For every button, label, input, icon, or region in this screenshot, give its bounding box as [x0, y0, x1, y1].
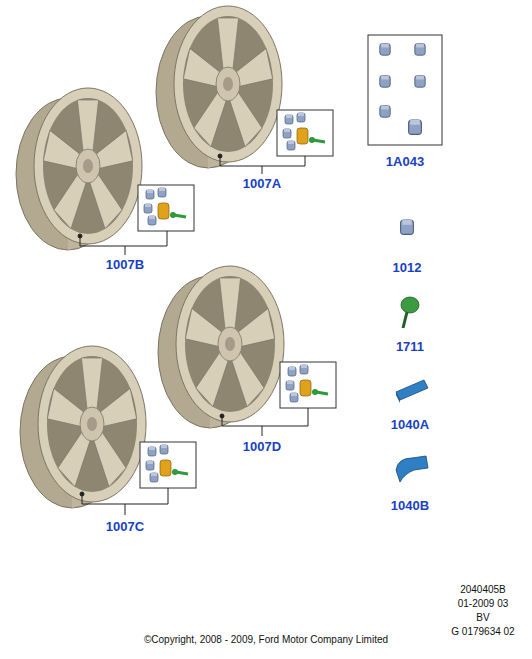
callout-number: 1A043 [386, 155, 424, 170]
pressure-sensor-a [396, 380, 428, 403]
revision-code: BV [476, 612, 489, 624]
callout-number: 1007D [243, 440, 281, 455]
copyright-note: ©Copyright, 2008 - 2009, Ford Motor Comp… [144, 634, 388, 646]
tyre-valve [401, 297, 419, 328]
wheel-1007a [156, 6, 282, 168]
drawing-number: 2040405B [460, 584, 506, 596]
callout-number: 1012 [393, 261, 422, 276]
callout-number: 1040B [391, 499, 429, 514]
callout-number: 1007C [106, 520, 144, 535]
date-code: 01-2009 03 [458, 598, 509, 610]
wheel-1007d [158, 266, 284, 428]
pressure-sensor-b [396, 456, 428, 482]
wheel-1007c [20, 346, 146, 508]
graphic-number: G 0179634 02 [451, 626, 514, 638]
nut-set-box [368, 35, 442, 145]
callout-number: 1007A [243, 177, 281, 192]
bracket-lines [78, 154, 308, 515]
callout-number: 1711 [396, 340, 424, 355]
wheel-nut [401, 220, 414, 234]
wheel-1007b [16, 88, 142, 250]
callout-number: 1040A [391, 418, 429, 433]
callout-number: 1007B [106, 258, 144, 273]
fixing-kits [138, 110, 336, 488]
